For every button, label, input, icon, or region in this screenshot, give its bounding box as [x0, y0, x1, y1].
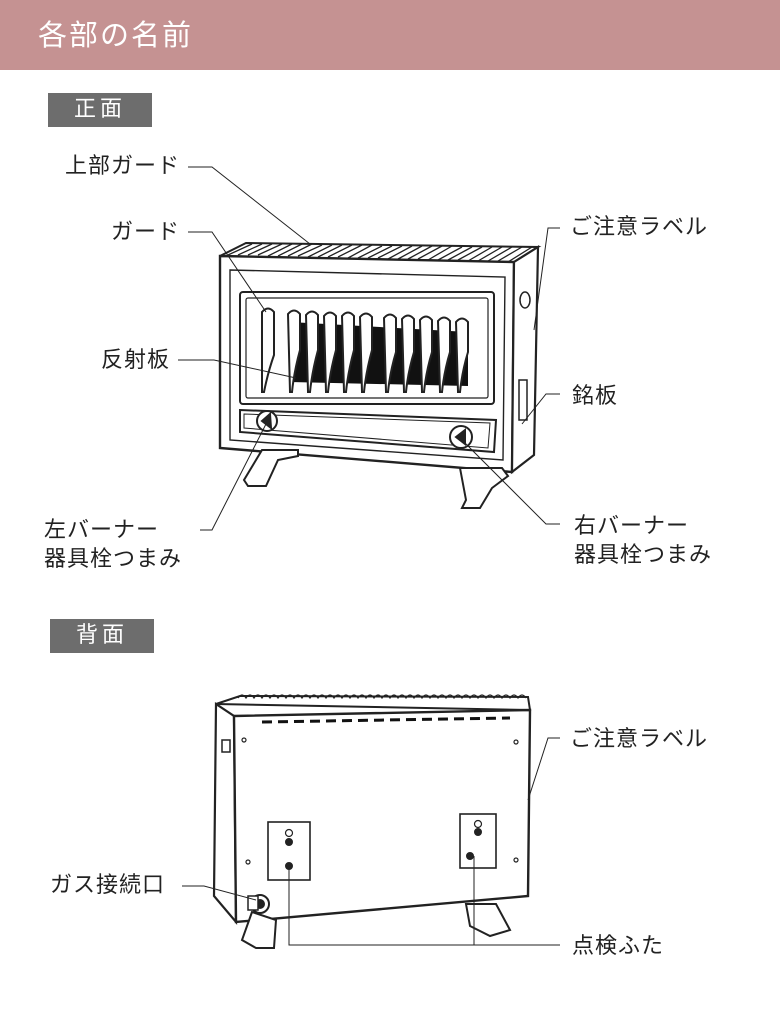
callout-gas-inlet: ガス接続口: [50, 873, 166, 898]
callout-inspection-cover: 点検ふた: [572, 934, 665, 959]
callout-caution-label-front: ご注意ラベル: [570, 215, 709, 240]
front-section-label: 正面: [48, 93, 152, 127]
callout-reflector: 反射板: [100, 348, 170, 373]
right-knob-shape: [449, 425, 473, 449]
inspection-cover-right-shape: [459, 813, 497, 869]
callout-left-knob-line2: 器具栓つまみ: [44, 547, 183, 572]
callout-right-knob-line2: 器具栓つまみ: [574, 543, 713, 568]
front-heater-illustration: [218, 241, 542, 509]
left-knob-shape: [256, 410, 278, 432]
gas-inlet-shape: [247, 894, 270, 914]
callout-top-guard: 上部ガード: [64, 154, 180, 179]
back-section-label: 背面: [50, 619, 154, 653]
callout-guard: ガード: [110, 220, 180, 245]
callout-left-knob-line1: 左バーナー: [44, 518, 160, 543]
callout-nameplate: 銘板: [572, 384, 619, 409]
back-heater-illustration: [212, 694, 532, 949]
page-title: 各部の名前: [38, 18, 194, 52]
callout-caution-label-back: ご注意ラベル: [570, 727, 709, 752]
header-bar: 各部の名前: [0, 0, 780, 70]
callout-right-knob-line1: 右バーナー: [574, 514, 690, 539]
leader-lines: [178, 166, 560, 946]
